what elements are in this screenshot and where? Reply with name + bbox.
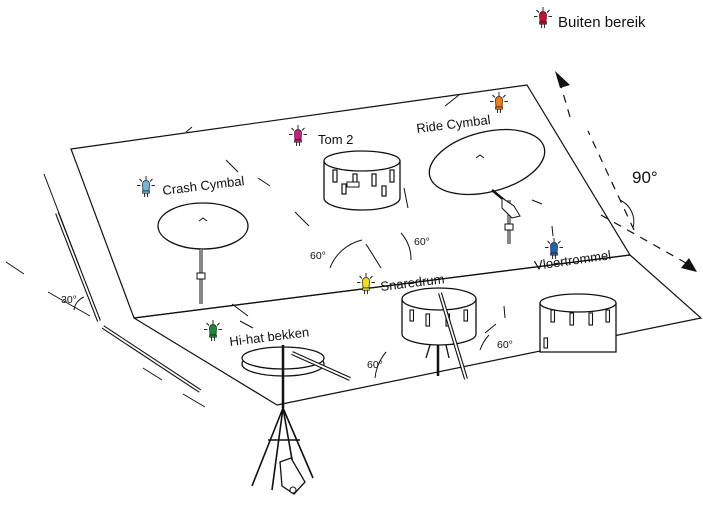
hi-hat	[241, 345, 351, 495]
angle-label-hihat-snare: 60°	[367, 359, 383, 371]
angle-arcs	[329, 232, 490, 379]
angle-label-snare-floor: 60°	[497, 339, 513, 351]
tom-2-label: Tom 2	[318, 132, 353, 147]
tom-2-drum	[323, 150, 401, 211]
hi-hat-led-icon	[203, 319, 223, 342]
rotation-angle-label: 90°	[632, 168, 658, 187]
legend-label: Buiten bereik	[558, 14, 646, 31]
angle-label-tom-ride: 60°	[414, 236, 430, 248]
floor-tom-drum	[539, 293, 617, 353]
lower-plane-left-edge	[133, 317, 278, 406]
drumstick-tilt-indicator	[5, 173, 206, 408]
ride-cymbal	[428, 128, 546, 244]
tilt-angle-label: 30°	[61, 294, 77, 306]
angle-label-crash-tom: 60°	[310, 250, 326, 262]
hi-hat-label: Hi-hat bekken	[229, 324, 310, 349]
lower-zone-plane	[133, 254, 703, 406]
legend-red-led-icon	[533, 6, 553, 29]
crash-cymbal	[157, 202, 249, 304]
snare-drum	[401, 287, 477, 380]
rotation-indicator	[555, 71, 697, 272]
